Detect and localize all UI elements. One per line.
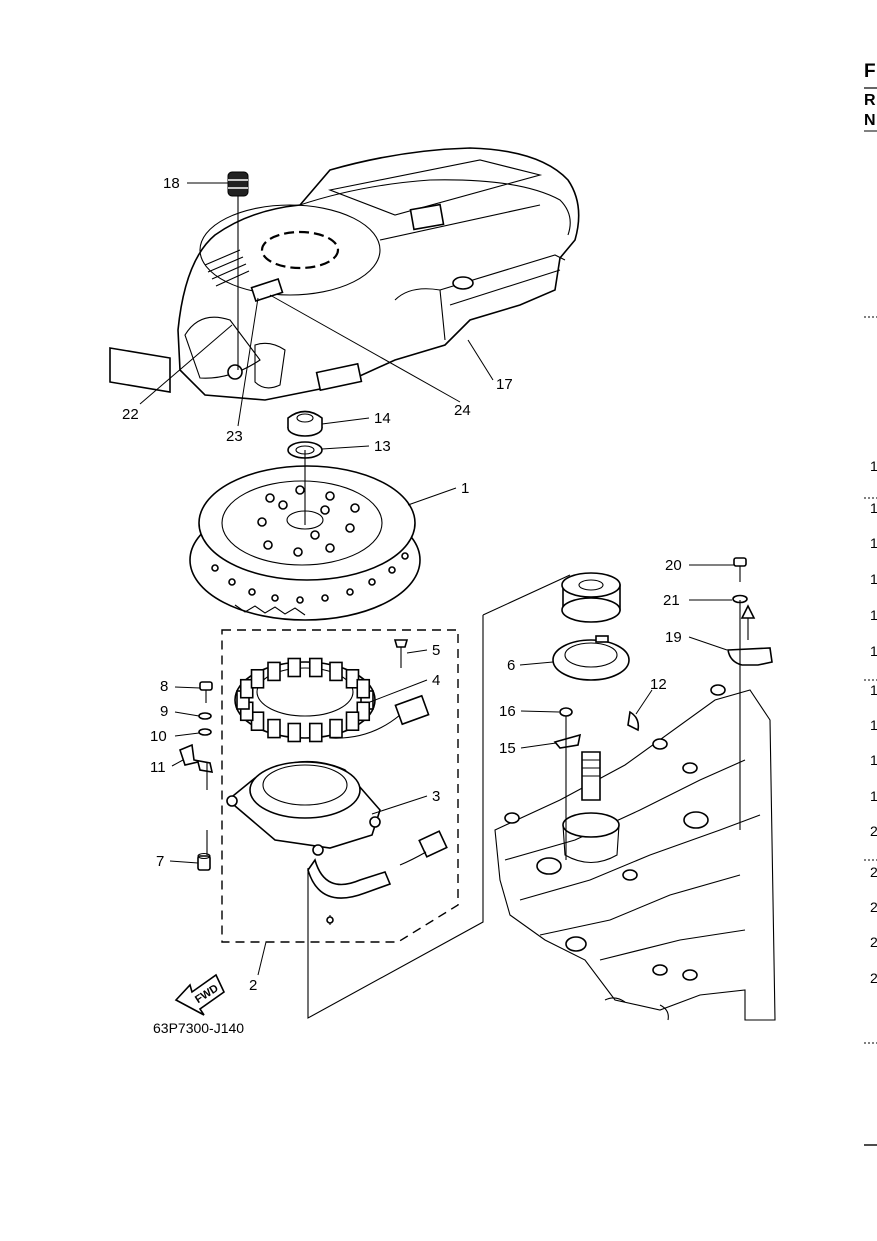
callout-11: 11 — [150, 759, 166, 776]
forward-direction-arrow: FWD — [174, 973, 226, 1016]
edge-row-number: 2 — [870, 934, 877, 950]
edge-row-number: 1 — [870, 717, 877, 733]
edge-row-number: 1 — [870, 500, 877, 516]
callout-12: 12 — [650, 676, 667, 693]
stator-assembly-outline — [221, 629, 459, 943]
leader-lines — [139, 182, 734, 976]
screw — [559, 707, 573, 726]
label-sticker — [109, 347, 171, 393]
callout-10: 10 — [150, 728, 167, 745]
callout-18: 18 — [163, 175, 180, 192]
washer — [198, 712, 212, 720]
callout-5: 5 — [432, 642, 440, 659]
crankshaft-end — [562, 751, 620, 864]
edge-row-number: 2 — [870, 864, 877, 880]
edge-header-n: N — [864, 112, 876, 129]
clamp — [179, 743, 214, 773]
callout-20: 20 — [665, 557, 682, 574]
crankshaft-plate — [552, 635, 630, 681]
edge-row-number: 1 — [870, 752, 877, 768]
callout-15: 15 — [499, 740, 516, 757]
edge-row-number: 1 — [870, 535, 877, 551]
callout-17: 17 — [496, 376, 513, 393]
flywheel-rotor — [189, 450, 421, 621]
callout-4: 4 — [432, 672, 440, 689]
callout-21: 21 — [663, 592, 680, 609]
edge-row-number: 1 — [870, 643, 877, 659]
cover-bracket — [727, 604, 773, 666]
callout-1: 1 — [461, 480, 469, 497]
edge-row-number: 2 — [870, 899, 877, 915]
drive-gear — [561, 572, 621, 623]
powerhead-block — [494, 684, 776, 1021]
projection-line — [307, 574, 571, 1019]
callout-13: 13 — [374, 438, 391, 455]
callout-6: 6 — [507, 657, 515, 674]
edge-header-r: R — [864, 92, 876, 109]
stator-coil — [234, 657, 430, 743]
diagram-code: 63P7300-J140 — [153, 1020, 244, 1036]
edge-row-number: 1 — [870, 607, 877, 623]
callout-9: 9 — [160, 703, 168, 720]
callout-22: 22 — [122, 406, 139, 423]
collar — [197, 852, 211, 871]
edge-row-number: 1 — [870, 788, 877, 804]
callout-19: 19 — [665, 629, 682, 646]
flywheel-cover — [177, 147, 580, 401]
bracket-bolt — [733, 557, 747, 582]
edge-row-number: 2 — [870, 970, 877, 986]
callout-7: 7 — [156, 853, 164, 870]
flywheel-nut — [287, 410, 323, 437]
callout-23: 23 — [226, 428, 243, 445]
spacer — [198, 728, 212, 736]
cover-grommet — [227, 171, 249, 370]
stator-bolt — [393, 639, 409, 668]
callout-24: 24 — [454, 402, 471, 419]
edge-row-number: 1 — [870, 458, 877, 474]
edge-header-f: F — [864, 61, 876, 82]
right-edge-column: F R N 1 1 1 1 1 1 1 1 1 1 2 2 2 2 2 — [864, 61, 877, 1146]
edge-row-number: 2 — [870, 823, 877, 839]
callout-2: 2 — [249, 977, 257, 994]
callout-3: 3 — [432, 788, 440, 805]
edge-row-number: 1 — [870, 571, 877, 587]
callout-14: 14 — [374, 410, 391, 427]
callout-8: 8 — [160, 678, 168, 695]
bolt — [199, 681, 213, 703]
screw-bottom-head — [326, 916, 334, 924]
stator-base — [226, 760, 448, 899]
callouts: 18 22 23 24 17 14 13 1 5 4 3 8 9 10 11 7… — [122, 175, 682, 994]
holder — [553, 733, 582, 749]
callout-16: 16 — [499, 703, 516, 720]
woodruff-key — [627, 710, 640, 732]
edge-row-number: 1 — [870, 682, 877, 698]
